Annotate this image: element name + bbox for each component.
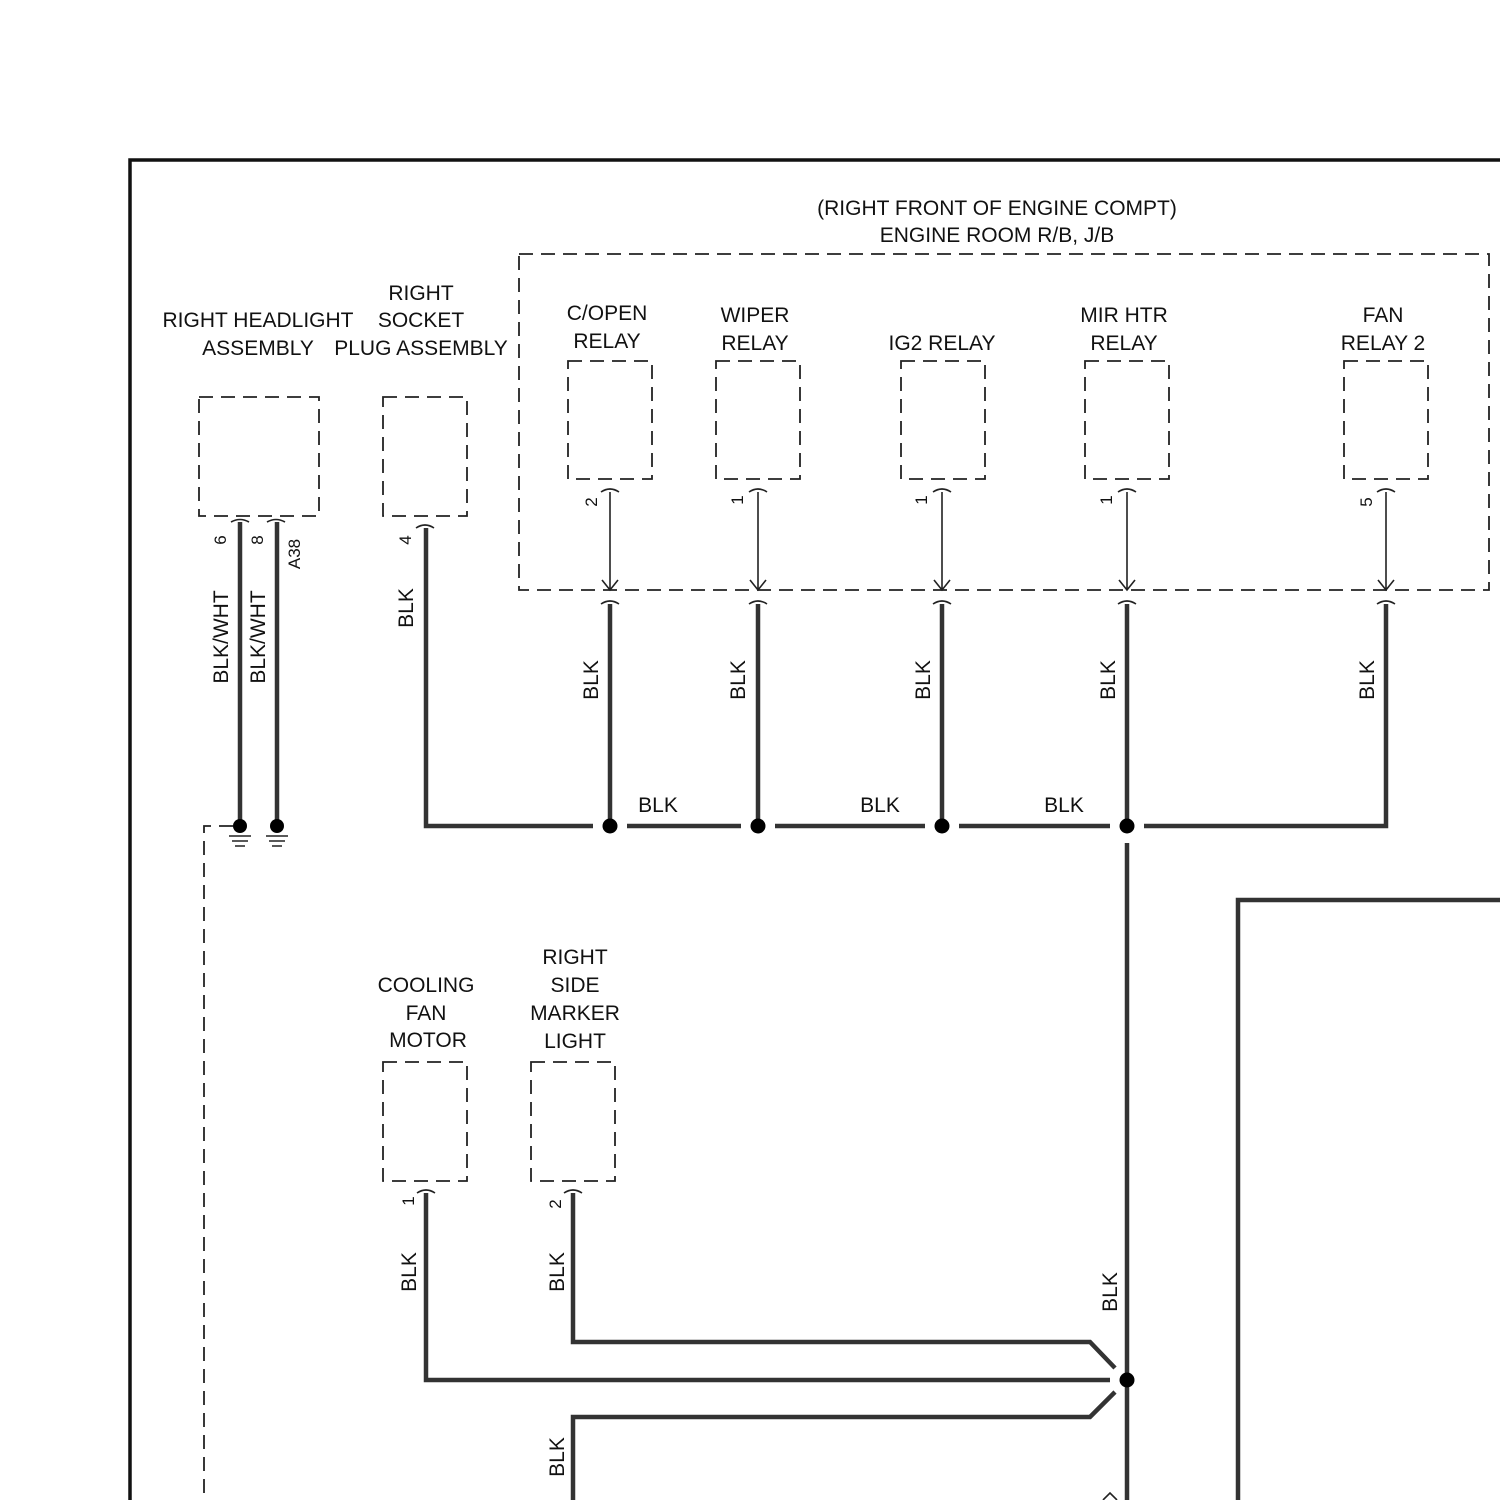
bus-label-blk-2: BLK bbox=[860, 794, 900, 817]
wire-label-blk-wht-1: BLK/WHT bbox=[210, 590, 233, 684]
wire-label-c-open-blk: BLK bbox=[580, 660, 603, 700]
shield-ground-line bbox=[204, 826, 233, 1500]
relay-wiper-pin: 1 bbox=[728, 495, 747, 504]
socket-pin-symbol bbox=[416, 525, 434, 528]
relay-mir-htr-pin: 1 bbox=[1097, 495, 1116, 504]
cooling-fan-label-1: COOLING bbox=[378, 974, 475, 997]
wire-label-wiper-blk: BLK bbox=[727, 660, 750, 700]
wire-label-ig2-blk: BLK bbox=[912, 660, 935, 700]
headlight-pin-6: 6 bbox=[211, 535, 230, 544]
ground-node-1 bbox=[233, 819, 247, 833]
relay-fan-2-pin: 5 bbox=[1357, 497, 1376, 506]
wire-label-lower-blk: BLK bbox=[546, 1437, 569, 1477]
splice-wiper bbox=[751, 819, 766, 834]
wire-label-side-marker-blk: BLK bbox=[546, 1252, 569, 1292]
headlight-label-1: RIGHT HEADLIGHT bbox=[163, 309, 354, 332]
trunk-continuation-mark bbox=[1103, 1493, 1117, 1500]
side-marker-pin: 2 bbox=[546, 1199, 565, 1208]
fan-2-drop-wire bbox=[1144, 604, 1386, 826]
right-side-marker-light: RIGHT SIDE MARKER LIGHT 2 BLK bbox=[530, 946, 1115, 1368]
ground-symbol bbox=[229, 836, 288, 846]
relay-wiper-box bbox=[716, 361, 800, 479]
cooling-fan-wire bbox=[426, 1193, 1110, 1380]
wire-label-trunk-blk: BLK bbox=[1099, 1272, 1122, 1312]
relay-ig2-label-2: IG2 RELAY bbox=[889, 332, 996, 355]
headlight-box bbox=[199, 397, 319, 516]
side-marker-wire bbox=[573, 1193, 1115, 1368]
engine-room-location: (RIGHT FRONT OF ENGINE COMPT) bbox=[817, 197, 1177, 220]
side-marker-label-4: LIGHT bbox=[544, 1030, 606, 1053]
socket-label-2: SOCKET bbox=[378, 309, 465, 332]
splice-c-open bbox=[603, 819, 618, 834]
bus-label-blk-1: BLK bbox=[638, 794, 678, 817]
splice-mir-htr bbox=[1120, 819, 1135, 834]
relay-fan-2-label-1: FAN bbox=[1363, 304, 1404, 327]
cooling-fan-label-2: FAN bbox=[406, 1002, 447, 1025]
wire-label-cooling-fan-blk: BLK bbox=[398, 1252, 421, 1292]
relay-wiper-label-2: RELAY bbox=[721, 332, 788, 355]
relay-c-open-box bbox=[568, 361, 652, 479]
relay-fan-2-box bbox=[1344, 361, 1428, 479]
cooling-fan-pin: 1 bbox=[399, 1196, 418, 1205]
side-marker-label-1: RIGHT bbox=[542, 946, 608, 969]
relay-mir-htr-label-1: MIR HTR bbox=[1080, 304, 1168, 327]
adjacent-component-frame bbox=[1238, 900, 1500, 1500]
lower-branch: BLK bbox=[546, 1373, 1135, 1500]
relay-fan-2-terminal bbox=[1377, 489, 1395, 604]
right-headlight-assembly: RIGHT HEADLIGHT ASSEMBLY 6 8 A38 BLK/WHT… bbox=[163, 309, 354, 1500]
relay-mir-htr-box bbox=[1085, 361, 1169, 479]
splice-lower bbox=[1120, 1373, 1135, 1388]
relay-mir-htr-terminal bbox=[1118, 489, 1136, 604]
headlight-label-2: ASSEMBLY bbox=[202, 337, 314, 360]
side-marker-box bbox=[531, 1062, 615, 1181]
socket-box bbox=[383, 397, 467, 516]
relay-wiper-terminal bbox=[749, 489, 767, 604]
right-socket-plug-assembly: RIGHT SOCKET PLUG ASSEMBLY 4 BLK bbox=[334, 282, 508, 628]
wire-label-mir-htr-blk: BLK bbox=[1097, 660, 1120, 700]
wire-label-socket-blk: BLK bbox=[395, 588, 418, 628]
relay-mir-htr-label-2: RELAY bbox=[1090, 332, 1157, 355]
splice-ig2 bbox=[935, 819, 950, 834]
ground-node-2 bbox=[270, 819, 284, 833]
side-marker-pin-symbol bbox=[564, 1190, 582, 1193]
relay-ig2-pin: 1 bbox=[912, 495, 931, 504]
wire-label-blk-wht-2: BLK/WHT bbox=[247, 590, 270, 684]
socket-label-3: PLUG ASSEMBLY bbox=[334, 337, 508, 360]
cooling-fan-pin-symbol bbox=[417, 1190, 435, 1193]
relay-ig2-box bbox=[901, 361, 985, 479]
socket-pin-4: 4 bbox=[396, 535, 415, 544]
relay-c-open-pin: 2 bbox=[582, 497, 601, 506]
socket-wire bbox=[426, 528, 593, 826]
cooling-fan-box bbox=[383, 1062, 467, 1181]
socket-label-1: RIGHT bbox=[388, 282, 454, 305]
cooling-fan-motor: COOLING FAN MOTOR 1 BLK bbox=[378, 974, 1110, 1380]
side-marker-label-3: MARKER bbox=[530, 1002, 620, 1025]
relay-c-open-label-2: RELAY bbox=[573, 330, 640, 353]
engine-room-title: ENGINE ROOM R/B, J/B bbox=[880, 224, 1115, 247]
headlight-pin-symbol bbox=[231, 520, 285, 523]
page-frame bbox=[130, 160, 1500, 1500]
relay-ig2-terminal bbox=[933, 489, 951, 604]
headlight-connector-a38: A38 bbox=[285, 539, 304, 569]
bus-label-blk-3: BLK bbox=[1044, 794, 1084, 817]
wire-label-fan-2-blk: BLK bbox=[1356, 660, 1379, 700]
cooling-fan-label-3: MOTOR bbox=[389, 1029, 467, 1052]
relay-wiper-label-1: WIPER bbox=[721, 304, 790, 327]
side-marker-label-2: SIDE bbox=[550, 974, 599, 997]
engine-room-junction-block: (RIGHT FRONT OF ENGINE COMPT) ENGINE ROO… bbox=[519, 197, 1489, 590]
relay-mir-htr: MIR HTR RELAY 1 BLK bbox=[1080, 304, 1169, 700]
relay-fan-2-label-2: RELAY 2 bbox=[1341, 332, 1425, 355]
relay-c-open-label-1: C/OPEN bbox=[567, 302, 648, 325]
lower-branch-wire bbox=[573, 1392, 1115, 1500]
relay-c-open-terminal bbox=[601, 489, 619, 604]
headlight-pin-8: 8 bbox=[248, 535, 267, 544]
